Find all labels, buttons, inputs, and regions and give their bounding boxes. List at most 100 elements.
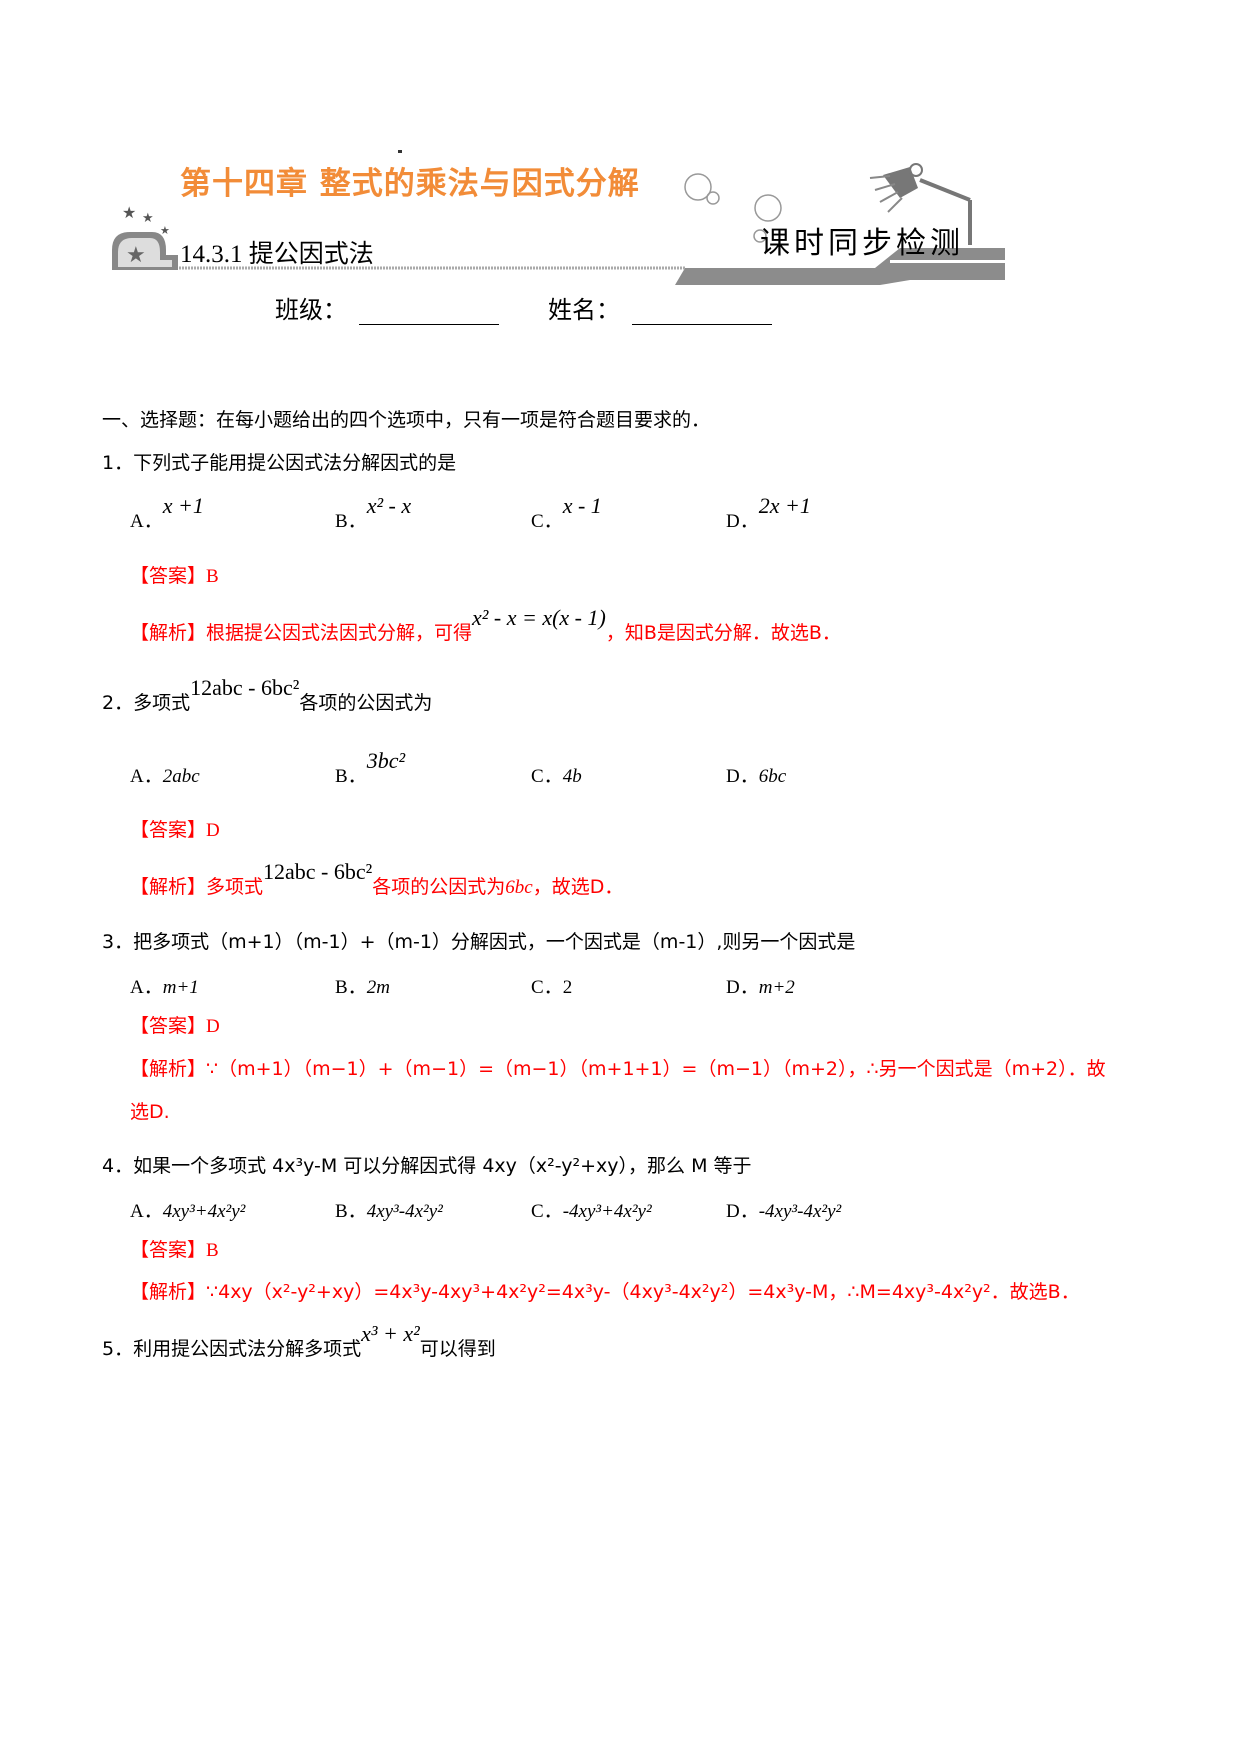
option-b[interactable]: B．2m: [335, 972, 390, 999]
option-c[interactable]: C．2: [531, 972, 572, 999]
header-decoration: ★ ★ ★ ★: [112, 150, 1005, 285]
question-expr: x³ + x²: [361, 1321, 420, 1346]
class-label: 班级：: [275, 296, 347, 324]
chapter-title: 第十四章 整式的乘法与因式分解: [180, 166, 640, 202]
option-a[interactable]: A．2abc: [130, 761, 200, 788]
option-d[interactable]: D．m+2: [726, 972, 795, 999]
option-b[interactable]: B．4xy³-4x²y²: [335, 1196, 443, 1223]
svg-text:★: ★: [160, 224, 170, 237]
question-expr: 12abc - 6bc²: [190, 675, 300, 700]
option-b[interactable]: B．x² - x: [335, 493, 411, 533]
analysis-text: ，知B是因式分解．故选B．: [605, 622, 841, 644]
option-expr: 2x +1: [758, 493, 811, 518]
analysis-3: 【解析】∵（m+1）（m−1）+（m−1）=（m−1）（m+1+1）=（m−1）…: [130, 1057, 1106, 1081]
star-badge-icon: ★ ★ ★ ★: [112, 203, 178, 270]
analysis-3-cont: 选D.: [130, 1100, 170, 1124]
option-expr: x - 1: [562, 493, 602, 518]
option-expr: 2m: [366, 977, 390, 998]
option-b[interactable]: B．3bc²: [335, 748, 405, 788]
option-expr: 4xy³-4x²y²: [366, 1201, 443, 1222]
analysis-label: 【解析】: [130, 622, 207, 644]
header-banner: ★ ★ ★ ★: [110, 140, 1120, 310]
answer-1: 【答案】B: [130, 564, 219, 589]
option-d[interactable]: D．6bc: [726, 761, 786, 788]
option-d[interactable]: D．2x +1: [726, 493, 811, 533]
analysis-text: 各项的公因式为: [372, 876, 506, 898]
option-letter: A．: [130, 766, 163, 787]
analysis-label: 【解析】: [130, 1281, 207, 1303]
analysis-text: ∵4xy（x²-y²+xy）=4x³y-4xy³+4x²y²=4x³y-（4xy…: [206, 1281, 1080, 1303]
option-expr: m+2: [758, 977, 795, 998]
question-stem: 可以得到: [419, 1338, 496, 1360]
section-heading: 一、选择题：在每小题给出的四个选项中，只有一项是符合题目要求的．: [102, 409, 711, 431]
option-letter: A．: [130, 1201, 163, 1222]
answer-label: 【答案】: [130, 1015, 207, 1037]
bubble-icon: [684, 173, 712, 201]
option-c[interactable]: C．4b: [531, 761, 582, 788]
analysis-label: 【解析】: [130, 1058, 207, 1080]
answer-3: 【答案】D: [130, 1014, 220, 1039]
option-expr: 2abc: [162, 766, 200, 787]
option-expr: 4b: [562, 766, 582, 787]
question-stem: 利用提公因式法分解多项式: [133, 1338, 362, 1360]
section-title: 14.3.1 提公因式法: [180, 241, 374, 268]
option-letter: C．: [531, 511, 563, 532]
option-c[interactable]: C．x - 1: [531, 493, 602, 533]
answer-2: 【答案】D: [130, 818, 220, 843]
option-a[interactable]: A．x +1: [130, 493, 204, 533]
analysis-text: 根据提公因式法因式分解，可得: [206, 622, 473, 644]
question-stem: 各项的公因式为: [299, 692, 433, 714]
option-letter: B．: [335, 511, 367, 532]
question-stem: 把多项式（m+1）（m-1）+（m-1）分解因式，一个因式是（m-1）,则另一个…: [133, 931, 856, 953]
answer-4: 【答案】B: [130, 1238, 219, 1263]
name-label: 姓名：: [548, 296, 620, 324]
desk-lamp-icon: [869, 163, 972, 245]
option-letter: B．: [335, 977, 367, 998]
analysis-text: 多项式: [206, 876, 264, 898]
analysis-text: ，故选D．: [532, 876, 624, 898]
analysis-expr: x² - x = x(x - 1): [472, 605, 606, 630]
answer-value: B: [206, 566, 219, 587]
option-letter: D．: [726, 977, 759, 998]
question-number: 5．: [102, 1338, 134, 1360]
option-c[interactable]: C．-4xy³+4x²y²: [531, 1196, 652, 1223]
answer-value: B: [206, 1240, 219, 1261]
question-stem: 多项式: [133, 692, 191, 714]
option-letter: C．: [531, 1201, 563, 1222]
banner-label: 课时同步检测: [760, 226, 964, 261]
analysis-label: 【解析】: [130, 876, 207, 898]
option-expr: m+1: [162, 977, 199, 998]
answer-value: D: [206, 1016, 220, 1037]
option-letter: D．: [726, 511, 759, 532]
class-input[interactable]: [359, 298, 499, 325]
option-expr: x +1: [162, 493, 204, 518]
option-letter: A．: [130, 511, 163, 532]
question-stem: 如果一个多项式 4x³y-M 可以分解因式得 4xy（x²-y²+xy），那么 …: [133, 1155, 752, 1177]
option-letter: D．: [726, 1201, 759, 1222]
svg-text:★: ★: [126, 243, 146, 268]
option-expr: x² - x: [366, 493, 412, 518]
question-4: 4．如果一个多项式 4x³y-M 可以分解因式得 4xy（x²-y²+xy），那…: [102, 1154, 752, 1178]
analysis-text: 选D.: [130, 1101, 170, 1123]
option-a[interactable]: A．4xy³+4x²y²: [130, 1196, 245, 1223]
name-input[interactable]: [632, 298, 772, 325]
analysis-4: 【解析】∵4xy（x²-y²+xy）=4x³y-4xy³+4x²y²=4x³y-…: [130, 1280, 1080, 1304]
question-stem: 下列式子能用提公因式法分解因式的是: [133, 452, 457, 474]
option-d[interactable]: D．-4xy³-4x²y²: [726, 1196, 841, 1223]
question-3: 3．把多项式（m+1）（m-1）+（m-1）分解因式，一个因式是（m-1）,则另…: [102, 930, 855, 954]
answer-value: D: [206, 820, 220, 841]
option-expr: -4xy³+4x²y²: [562, 1201, 652, 1222]
option-letter: B．: [335, 766, 367, 787]
analysis-2: 【解析】多项式12abc - 6bc²各项的公因式为6bc，故选D．: [130, 860, 624, 900]
option-letter: C．: [531, 977, 563, 998]
question-1: 1．下列式子能用提公因式法分解因式的是: [102, 451, 456, 475]
option-expr: 3bc²: [366, 748, 406, 773]
answer-label: 【答案】: [130, 819, 207, 841]
answer-label: 【答案】: [130, 1239, 207, 1261]
svg-text:★: ★: [122, 203, 136, 222]
option-a[interactable]: A．m+1: [130, 972, 199, 999]
question-number: 2．: [102, 692, 134, 714]
analysis-1: 【解析】根据提公因式法因式分解，可得x² - x = x(x - 1)，知B是因…: [130, 606, 841, 645]
option-letter: D．: [726, 766, 759, 787]
question-2: 2．多项式12abc - 6bc²各项的公因式为: [102, 676, 433, 715]
